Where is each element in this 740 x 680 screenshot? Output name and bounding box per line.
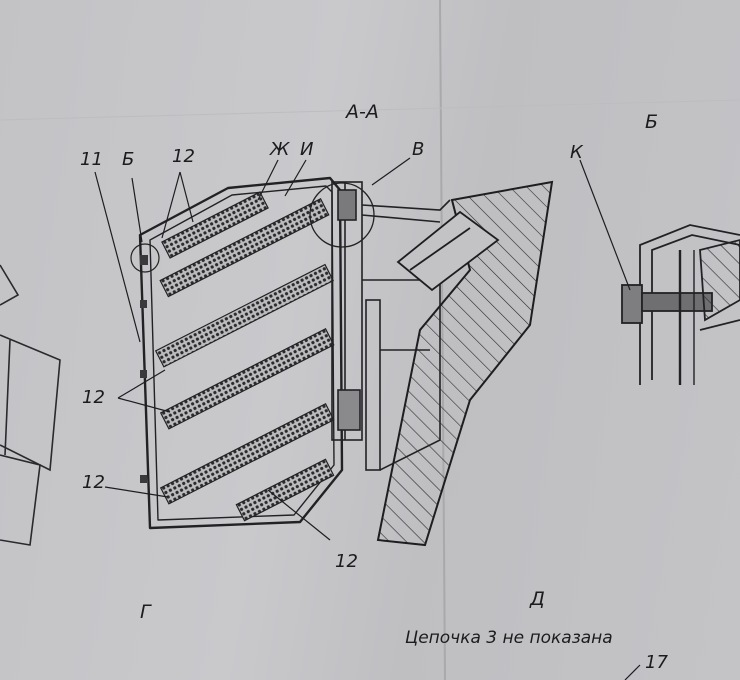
label-11: 11	[80, 149, 103, 170]
label-i: И	[300, 139, 313, 160]
detail-circle-b	[130, 243, 160, 273]
angled-pipe	[396, 210, 500, 292]
label-g: Г	[140, 601, 152, 623]
detail-view-b	[621, 224, 740, 385]
housing-frame	[138, 176, 344, 530]
label-12-left-mid: 12	[82, 387, 105, 408]
mounting-tabs	[140, 255, 148, 483]
label-12-top: 12	[172, 146, 195, 167]
label-17: 17	[645, 652, 668, 673]
left-partial-view	[0, 264, 61, 546]
hatched-part	[376, 180, 554, 547]
fold-line	[0, 99, 740, 121]
label-d: Д	[529, 588, 545, 610]
label-12-left-low: 12	[82, 472, 105, 493]
label-b: Б	[122, 149, 134, 170]
detail-circle-v	[309, 182, 375, 248]
leader-lines	[94, 157, 641, 680]
label-v: В	[412, 139, 424, 160]
section-title: А-А	[344, 101, 379, 123]
note-chain-not-shown: Цепочка 3 не показана	[405, 628, 613, 648]
label-k: К	[570, 142, 584, 163]
right-bracket	[331, 181, 451, 471]
label-zh: Ж	[269, 139, 290, 160]
view-label-b: Б	[645, 111, 658, 133]
label-12-bottom: 12	[335, 551, 358, 572]
filter-slats	[154, 191, 335, 522]
